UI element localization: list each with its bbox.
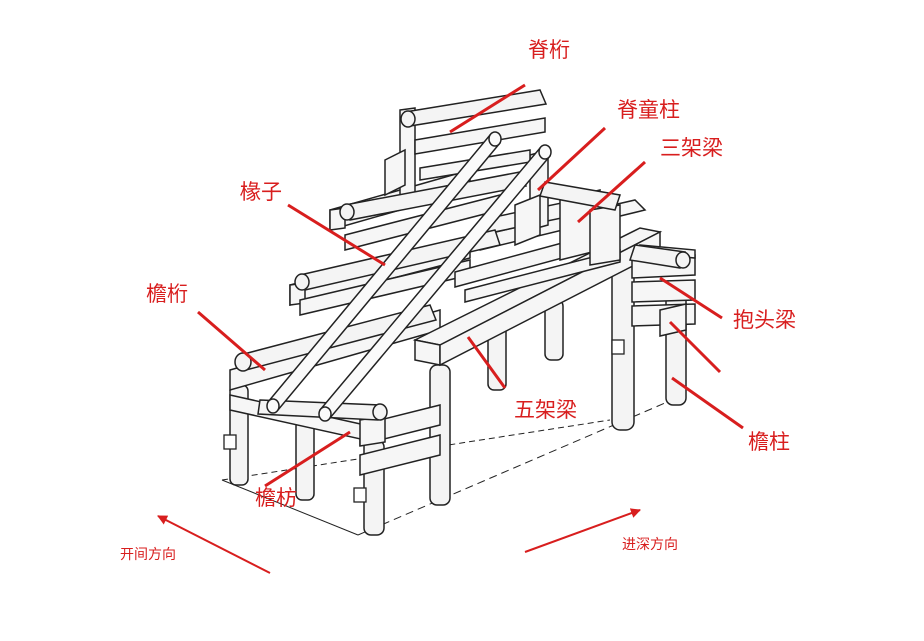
label-eave-purlin: 檐桁 [146,282,188,306]
label-ridge-purlin: 脊桁 [528,38,570,62]
label-bay-direction: 开间方向 [120,547,176,563]
direction-arrows [157,508,641,574]
label-head-beam: 抱头梁 [733,308,796,332]
label-ridge-post: 脊童柱 [617,98,680,122]
label-three-rafter-beam: 三架梁 [660,136,723,160]
label-rafter: 椽子 [240,180,282,204]
ground-lines [221,399,673,536]
column-blocks [223,339,625,503]
label-eave-tie-beam: 檐枋 [255,486,297,510]
leader-lines [197,83,744,488]
rafters [266,131,552,422]
label-eave-column: 檐柱 [748,430,790,454]
bay-direction-arrow [157,515,271,574]
label-depth-direction: 进深方向 [622,537,678,553]
label-five-rafter-beam: 五架梁 [514,398,577,422]
depth-direction-arrow [524,508,641,553]
